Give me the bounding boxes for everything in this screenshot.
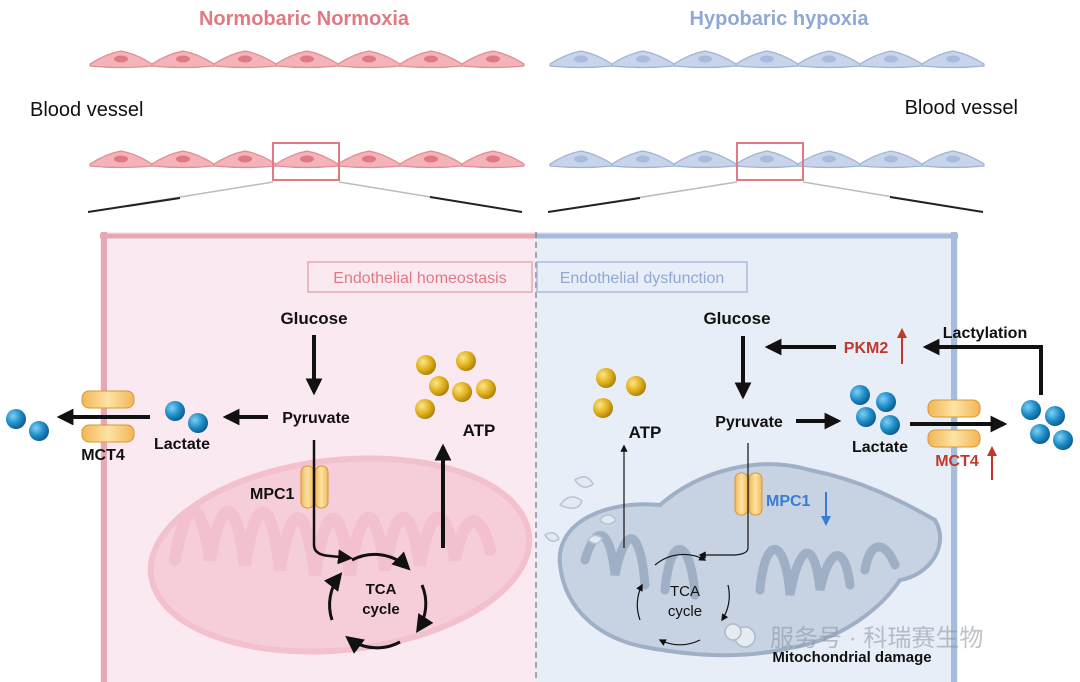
- glucose-label-right: Glucose: [703, 309, 770, 328]
- zoom-box-left: [272, 142, 340, 181]
- pyruvate-label-left: Pyruvate: [282, 410, 350, 427]
- mct4-transporter-right: [927, 399, 981, 448]
- mct4-label-right: MCT4: [935, 453, 979, 470]
- mpc1-label-left: MPC1: [250, 486, 295, 503]
- cell-nucleus: [362, 55, 376, 63]
- cell-nucleus: [238, 155, 252, 163]
- tca-cycle-right: [636, 553, 730, 646]
- exported-lactate-right: [1021, 400, 1073, 450]
- tca-label-left-1: TCA: [366, 581, 397, 598]
- cell-nucleus: [300, 55, 314, 63]
- cell-nucleus: [176, 55, 190, 63]
- homeostasis-label-box: [307, 261, 533, 293]
- cell-nucleus: [486, 55, 500, 63]
- cell-nucleus: [114, 155, 128, 163]
- tca-label-right-1: TCA: [670, 583, 700, 600]
- normoxia-title: Normobaric Normoxia: [199, 8, 410, 30]
- atp-molecules-left: [415, 351, 496, 419]
- cell-nucleus: [238, 55, 252, 63]
- atp-label-left: ATP: [463, 421, 496, 440]
- watermark: 服务号 · 科瑞赛生物: [724, 623, 983, 652]
- cell-nucleus: [698, 155, 712, 163]
- exported-lactate-left: [6, 409, 49, 441]
- cell-nucleus: [822, 155, 836, 163]
- cell-nucleus: [946, 155, 960, 163]
- cell-nucleus: [176, 155, 190, 163]
- mpc1-channel-left: [300, 465, 329, 509]
- hypoxia-title: Hypobaric hypoxia: [690, 8, 870, 30]
- lactate-label-left: Lactate: [154, 436, 210, 453]
- cell-nucleus: [946, 55, 960, 63]
- mct4-transporter-left: [81, 390, 135, 443]
- cell-nucleus: [884, 55, 898, 63]
- dysfunction-label: Endothelial dysfunction: [560, 270, 725, 287]
- cell-nucleus: [486, 155, 500, 163]
- pyruvate-to-tca-arrow-left: [312, 440, 353, 565]
- vessel-bottom-left: [89, 150, 525, 169]
- vessel-bottom-right: [549, 150, 985, 169]
- lactylation-feedback-arrow: [922, 338, 1043, 395]
- lactate-molecules-left: [165, 401, 208, 433]
- lactylation-label: Lactylation: [943, 325, 1027, 342]
- damaged-mitochondrion: [543, 462, 942, 658]
- tca-label-right-2: cycle: [668, 603, 702, 620]
- vessel-top-right: [549, 50, 985, 69]
- cell-nucleus: [822, 55, 836, 63]
- zoom-box-right: [736, 142, 804, 181]
- cell-nucleus: [574, 155, 588, 163]
- mitochondrial-damage-label: Mitochondrial damage: [772, 649, 931, 666]
- atp-molecules-right: [593, 368, 646, 418]
- lactate-molecules-right: [850, 385, 900, 435]
- cell-nucleus: [114, 55, 128, 63]
- cell-nucleus: [698, 55, 712, 63]
- blood-vessel-label-right: Blood vessel: [905, 97, 1018, 119]
- pyruvate-label-right: Pyruvate: [715, 414, 783, 431]
- cell-nucleus: [884, 155, 898, 163]
- cell-nucleus: [362, 155, 376, 163]
- pkm2-label: PKM2: [844, 340, 889, 357]
- cell-nucleus: [300, 155, 314, 163]
- dysfunction-label-box: [536, 261, 748, 293]
- lactate-label-right: Lactate: [852, 439, 908, 456]
- mpc1-label-right: MPC1: [766, 493, 811, 510]
- pyruvate-to-tca-arrow-right: [698, 443, 749, 559]
- cell-nucleus: [636, 55, 650, 63]
- cell-nucleus: [424, 55, 438, 63]
- watermark-text: 服务号 · 科瑞赛生物: [770, 625, 983, 652]
- cell-nucleus: [424, 155, 438, 163]
- tca-label-left-2: cycle: [362, 601, 400, 618]
- glucose-label-left: Glucose: [280, 309, 347, 328]
- vessel-top-left: [89, 50, 525, 69]
- homeostasis-label: Endothelial homeostasis: [333, 270, 506, 287]
- atp-label-right: ATP: [629, 423, 662, 442]
- cell-nucleus: [574, 55, 588, 63]
- cell-nucleus: [760, 55, 774, 63]
- blood-vessel-cells: [89, 50, 985, 169]
- mct4-label-left: MCT4: [81, 447, 125, 464]
- tca-cycle-left: [323, 551, 434, 654]
- blood-vessel-label-left: Blood vessel: [30, 99, 143, 121]
- cell-nucleus: [636, 155, 650, 163]
- zoom-lines: [87, 181, 984, 213]
- cell-nucleus: [760, 155, 774, 163]
